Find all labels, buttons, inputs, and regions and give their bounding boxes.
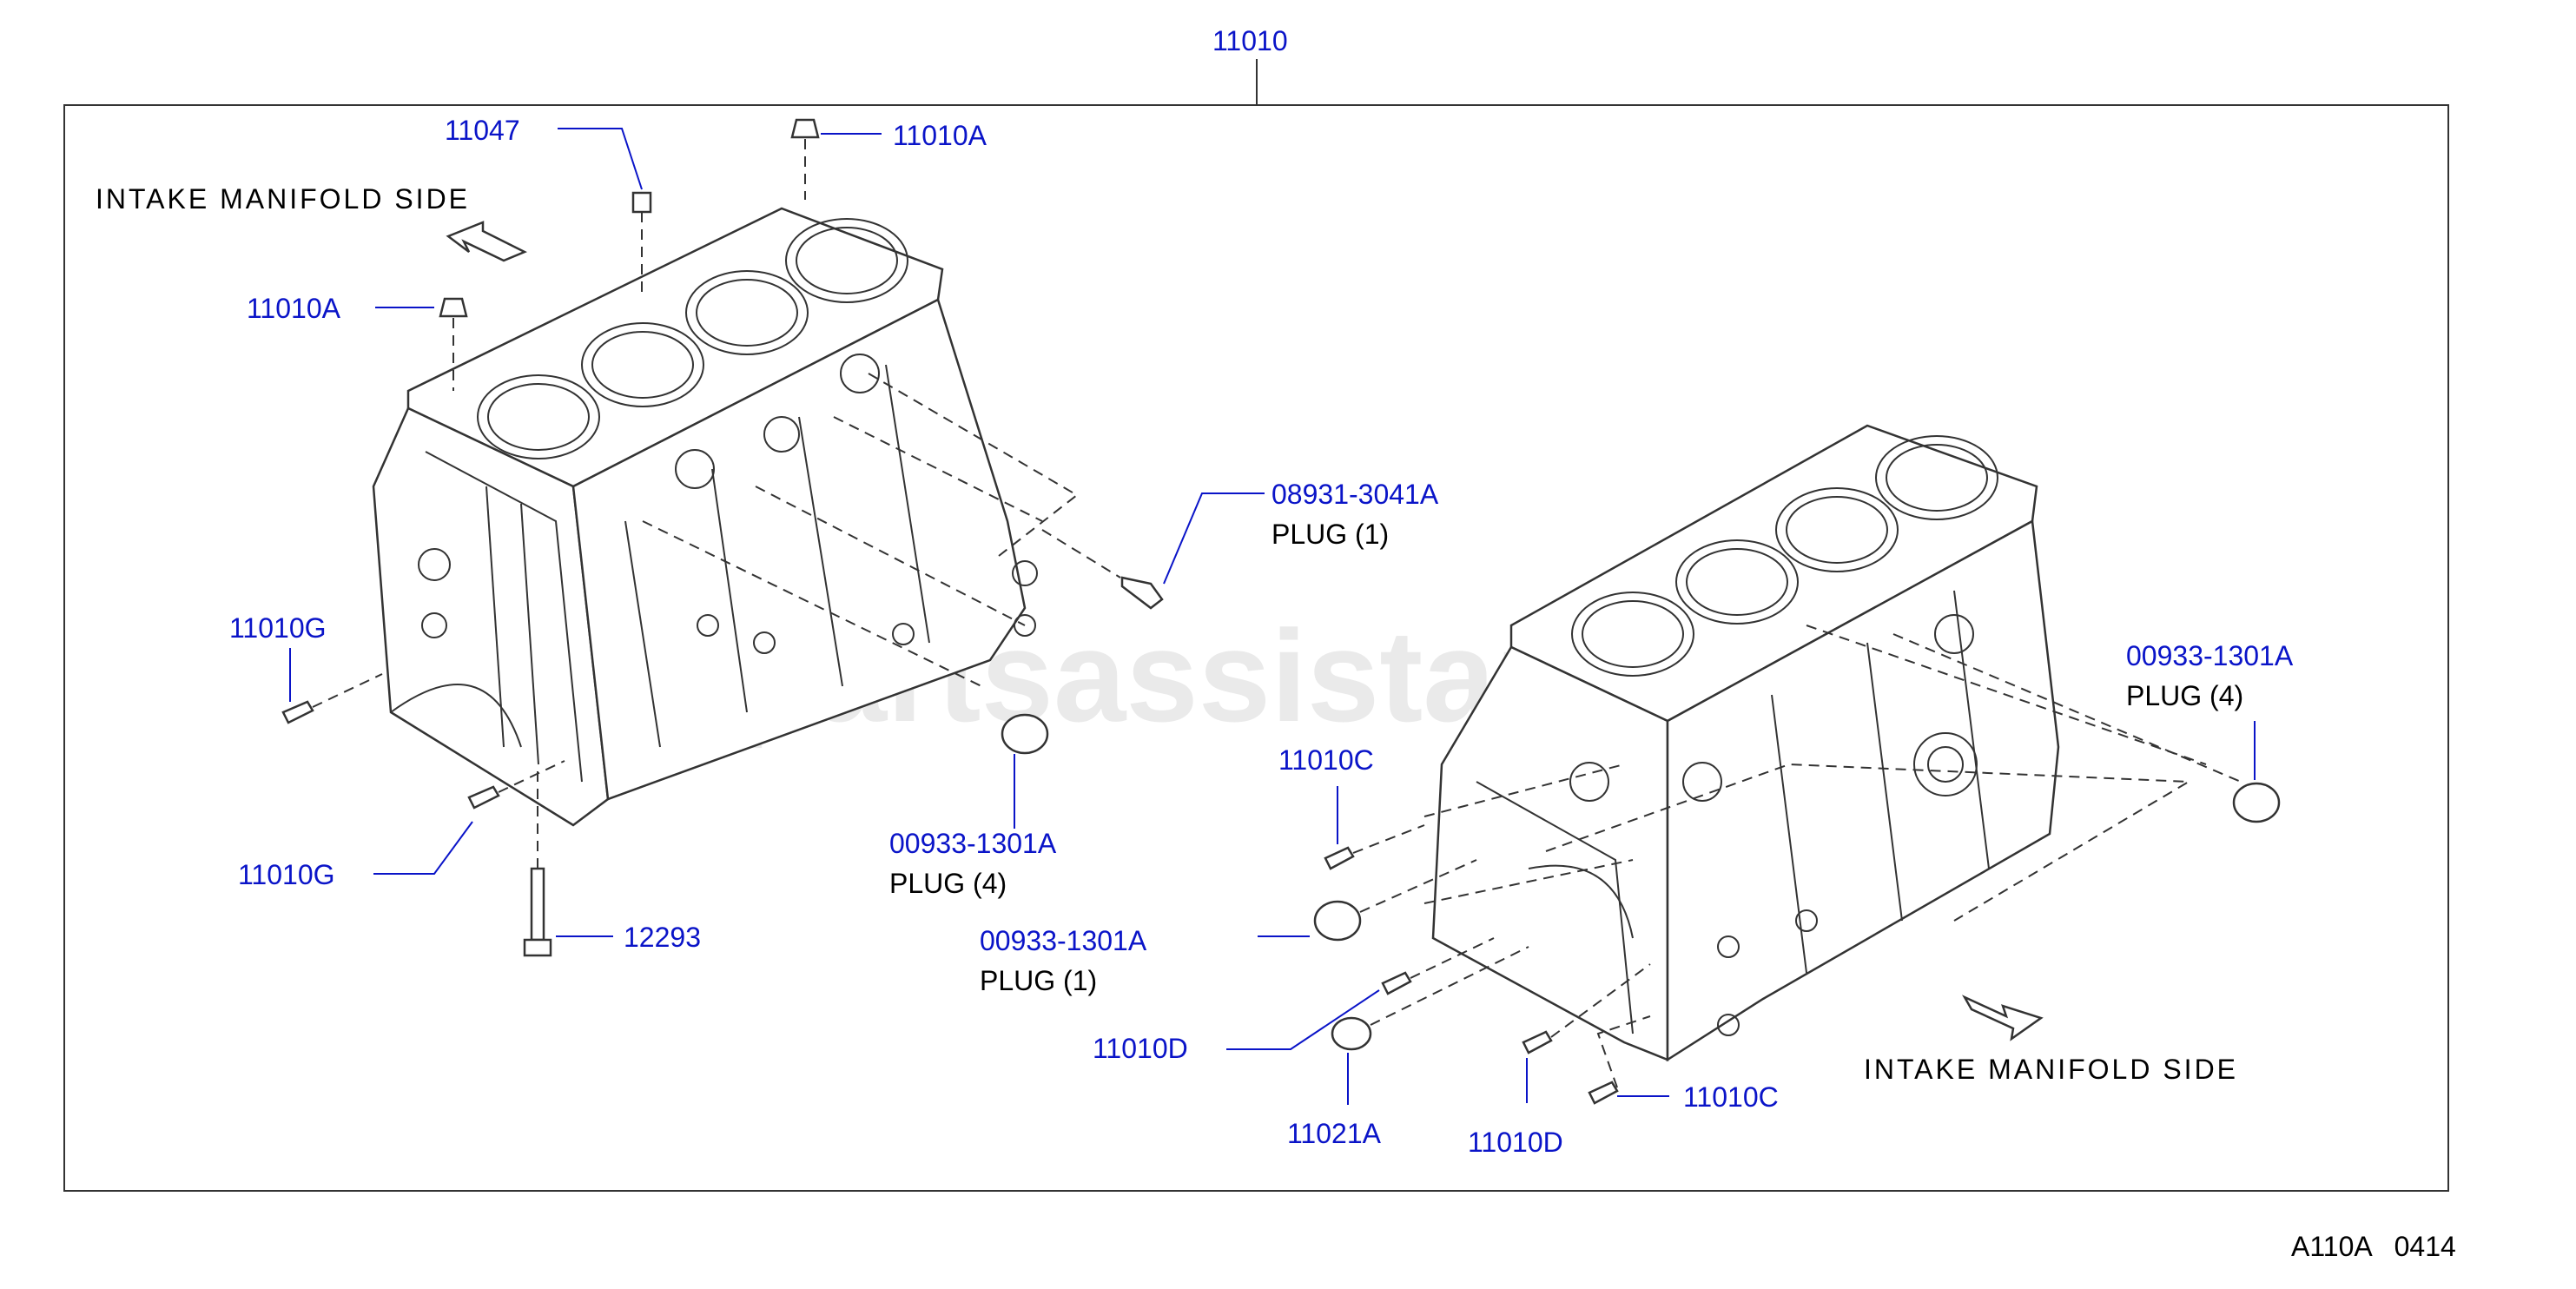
part-number-11021a[interactable]: 11021A <box>1287 1118 1382 1149</box>
intake-side-arrow-left <box>446 221 528 262</box>
right-block-hardware <box>1313 782 2281 1105</box>
cup-plug-right[interactable] <box>2232 782 2281 823</box>
cup-plug-left[interactable] <box>1001 713 1049 755</box>
part-number-11010a-left[interactable]: 11010A <box>247 293 341 324</box>
cap-11010a-left[interactable] <box>439 297 468 318</box>
bolt-12293[interactable] <box>530 867 545 942</box>
part-number-11010d-a[interactable]: 11010D <box>1093 1033 1188 1064</box>
part-number-00933-1301a-mid[interactable]: 00933-1301A <box>980 925 1147 956</box>
part-number-11047[interactable]: 11047 <box>445 115 520 146</box>
part-number-11010g-a[interactable]: 11010G <box>229 612 327 644</box>
left-block-hardware <box>281 118 1164 957</box>
part-desc-00933-1301a-mid: PLUG (1) <box>980 965 1097 996</box>
cup-plug-mid[interactable] <box>1313 900 1362 942</box>
part-number-11010c-b[interactable]: 11010C <box>1683 1081 1779 1113</box>
part-number-11010g-b[interactable]: 11010G <box>238 859 335 890</box>
part-number-11010a-top[interactable]: 11010A <box>893 120 987 151</box>
part-number-00933-1301a-right[interactable]: 00933-1301A <box>2126 640 2294 671</box>
part-number-12293[interactable]: 12293 <box>624 922 701 953</box>
dowel-11047[interactable] <box>631 191 652 214</box>
part-number-11010c-a[interactable]: 11010C <box>1278 744 1374 776</box>
dowel-11010c-a[interactable] <box>1324 846 1355 870</box>
diagram-code: A110A 0414 <box>2291 1231 2456 1262</box>
dowel-11010c-b[interactable] <box>1588 1081 1619 1105</box>
intake-manifold-side-right: INTAKE MANIFOLD SIDE <box>1864 1054 2238 1085</box>
part-number-08931-3041a[interactable]: 08931-3041A <box>1271 479 1439 510</box>
seal-11021a[interactable] <box>1331 1016 1372 1051</box>
cylinder-block-left <box>372 207 1079 827</box>
dowel-11010d-b[interactable] <box>1522 1030 1553 1054</box>
part-number-11010d-b[interactable]: 11010D <box>1468 1127 1563 1158</box>
intake-side-arrow-right <box>1961 995 2044 1041</box>
callout-leaders <box>289 128 2256 1105</box>
part-desc-00933-1301a-right: PLUG (4) <box>2126 680 2243 711</box>
dowel-11010g-a[interactable] <box>281 700 314 724</box>
dowel-11010g-b[interactable] <box>467 785 500 810</box>
plug-bolt-08931[interactable] <box>1120 576 1164 610</box>
cap-11010a-top[interactable] <box>790 118 820 139</box>
part-desc-08931-3041a: PLUG (1) <box>1271 519 1389 550</box>
intake-manifold-side-left: INTAKE MANIFOLD SIDE <box>96 183 470 215</box>
part-number-11010[interactable]: 11010 <box>1212 25 1288 56</box>
part-number-00933-1301a-left[interactable]: 00933-1301A <box>889 828 1057 859</box>
cylinder-block-right <box>1423 424 2242 1062</box>
part-desc-00933-1301a-left: PLUG (4) <box>889 868 1007 899</box>
dowel-11010d-a[interactable] <box>1381 971 1412 995</box>
